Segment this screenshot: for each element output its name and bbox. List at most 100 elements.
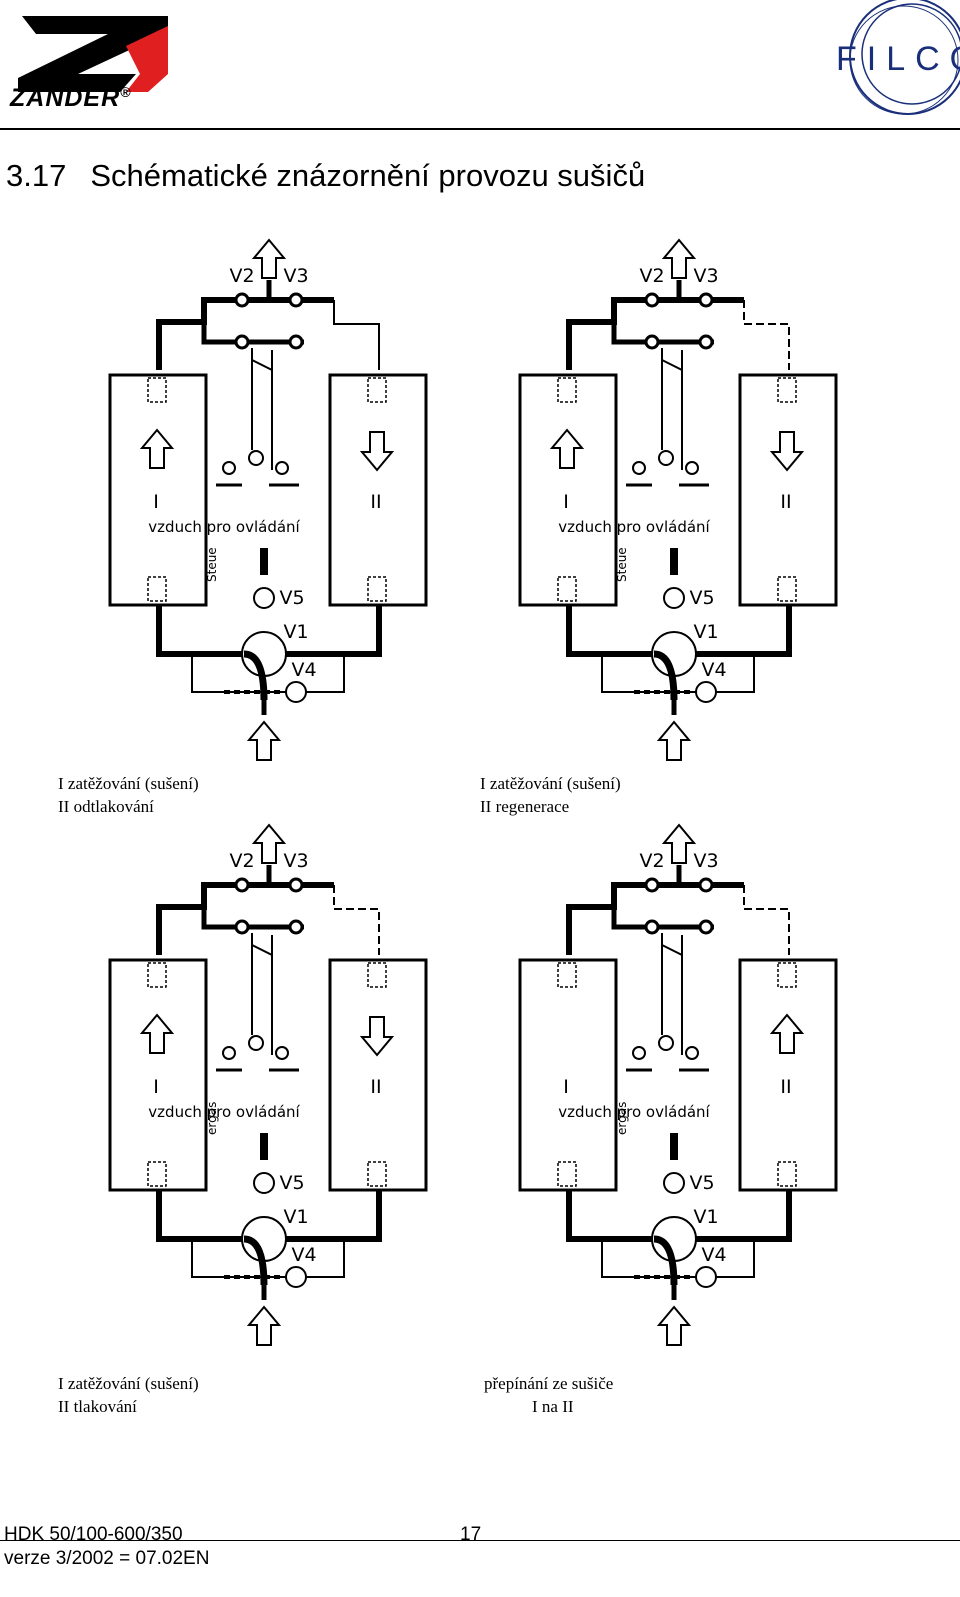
side-label: ergas	[205, 1102, 219, 1135]
vessel-2	[738, 958, 838, 1192]
check-valve	[658, 1035, 674, 1051]
header-divider	[0, 128, 960, 130]
vessel-1-flow-arrow	[139, 428, 175, 469]
valve-circle	[288, 292, 304, 308]
caption-line-1: I zatěžování (sušení)	[58, 774, 199, 793]
filter-insert	[557, 377, 577, 403]
regeneration-pipe	[743, 885, 790, 955]
label-v2: V2	[639, 265, 664, 287]
footer-version: verze 3/2002 = 07.02EN	[4, 1548, 210, 1569]
purge-line-return	[714, 1239, 755, 1278]
solenoid-valve	[222, 461, 236, 475]
label-v5: V5	[279, 1172, 304, 1194]
label-v1: V1	[693, 621, 718, 643]
inlet-pipes	[156, 1190, 382, 1242]
outlet-pipe	[566, 882, 744, 955]
label-vessel-1: I	[563, 1076, 569, 1098]
caption-line-2: II odtlakování	[58, 797, 154, 816]
filter-insert	[367, 962, 387, 988]
inlet-arrow	[656, 1305, 692, 1346]
vessel-1	[518, 958, 618, 1192]
side-label: ergas	[615, 1102, 629, 1135]
valve-circle	[698, 877, 714, 893]
control-line	[661, 933, 683, 1055]
regeneration-pipe	[743, 300, 790, 370]
valve-circle	[644, 877, 660, 893]
valve-v4	[695, 681, 717, 703]
label-vessel-2: II	[780, 491, 791, 513]
caption-line-1: přepínání ze sušiče	[484, 1374, 614, 1393]
footer-page-number: 17	[460, 1524, 482, 1545]
solenoid-valve	[222, 1046, 236, 1060]
filter-insert	[557, 1161, 577, 1187]
purge-line-return	[304, 654, 345, 693]
label-v5: V5	[689, 1172, 714, 1194]
label-v2: V2	[229, 850, 254, 872]
vessel-2-flow-arrow	[769, 1013, 805, 1054]
filter-insert	[367, 576, 387, 602]
control-pipe	[201, 322, 304, 345]
control-line	[251, 348, 273, 470]
label-vessel-1: I	[153, 491, 159, 513]
solenoid-valve	[275, 461, 289, 475]
inlet-pipes	[156, 605, 382, 657]
caption-line-2: II tlakování	[58, 1397, 137, 1416]
label-v1: V1	[693, 1206, 718, 1228]
solenoid-valve	[685, 1046, 699, 1060]
control-line	[251, 933, 273, 1055]
label-vessel-1: I	[153, 1076, 159, 1098]
label-v3: V3	[283, 265, 308, 287]
valve-v4	[695, 1266, 717, 1288]
filter-insert	[777, 576, 797, 602]
vessel-1-flow-arrow	[549, 428, 585, 469]
filco-logo	[849, 0, 960, 115]
filter-insert	[777, 1161, 797, 1187]
solenoid-valve	[632, 461, 646, 475]
filter-insert	[777, 377, 797, 403]
valve-circle	[234, 919, 250, 935]
control-line	[661, 348, 683, 470]
valve-circle	[698, 334, 714, 350]
label-v1: V1	[283, 1206, 308, 1228]
control-air-label: vzduch pro ovládání	[558, 1103, 710, 1121]
caption-line-1: I zatěžování (sušení)	[58, 1374, 199, 1393]
label-v2: V2	[639, 850, 664, 872]
valve-v5	[253, 587, 275, 609]
zander-logo-text: ZANDER®	[10, 84, 132, 112]
filter-insert	[147, 1161, 167, 1187]
check-valve	[248, 450, 264, 466]
control-pipe	[201, 907, 304, 930]
caption-panel-1: I zatěžování (sušení) II odtlakování	[58, 772, 199, 818]
label-v1: V1	[283, 621, 308, 643]
label-v2: V2	[229, 265, 254, 287]
label-v4: V4	[291, 659, 316, 681]
outlet-pipe	[566, 297, 744, 370]
section-number: 3.17	[6, 158, 67, 193]
label-v5: V5	[279, 587, 304, 609]
valve-circle	[288, 877, 304, 893]
valve-circle	[288, 334, 304, 350]
solenoid-valve	[632, 1046, 646, 1060]
vessel-2-flow-arrow	[769, 431, 805, 472]
vessel-1	[518, 373, 618, 607]
control-pipe	[611, 907, 714, 930]
solenoid-valve	[685, 461, 699, 475]
check-valve	[248, 1035, 264, 1051]
filter-insert	[777, 962, 797, 988]
outlet-arrow	[661, 238, 697, 279]
side-label: Steue	[205, 547, 219, 582]
control-air-label: vzduch pro ovládání	[558, 518, 710, 536]
valve-circle	[234, 292, 250, 308]
label-v3: V3	[693, 850, 718, 872]
zander-logo	[18, 16, 168, 92]
inlet-arrow	[246, 1305, 282, 1346]
caption-line-1: I zatěžování (sušení)	[480, 774, 621, 793]
filter-insert	[557, 576, 577, 602]
